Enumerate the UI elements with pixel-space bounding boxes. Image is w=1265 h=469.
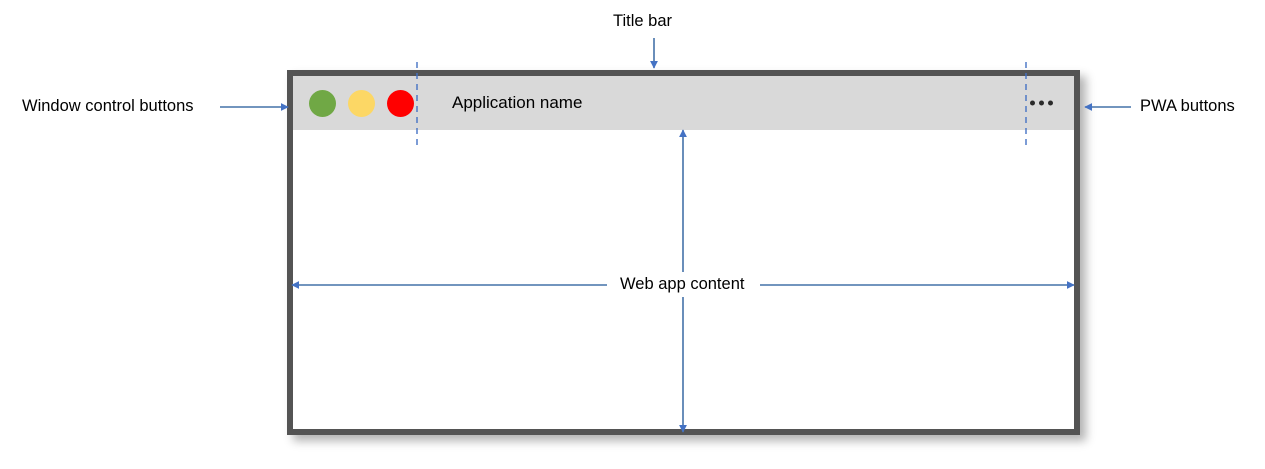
ellipsis-dot-2 [1039, 100, 1044, 106]
window-control-buttons[interactable] [309, 89, 414, 117]
ellipsis-dot-1 [1030, 100, 1035, 106]
app-window: Application name [287, 70, 1080, 435]
maximize-button-icon[interactable] [348, 89, 375, 117]
annotation-label-pwa-buttons: PWA buttons [1140, 97, 1235, 115]
annotation-label-window-controls: Window control buttons [22, 97, 194, 115]
application-name: Application name [452, 93, 583, 112]
minimize-button-icon[interactable] [309, 89, 336, 117]
title-bar: Application name [293, 76, 1074, 130]
ellipsis-dot-3 [1048, 100, 1053, 106]
close-button-icon[interactable] [387, 89, 414, 117]
annotation-label-web-app-content: Web app content [612, 274, 753, 294]
annotation-label-title-bar: Title bar [613, 12, 672, 30]
ellipsis-icon[interactable] [1030, 100, 1053, 106]
